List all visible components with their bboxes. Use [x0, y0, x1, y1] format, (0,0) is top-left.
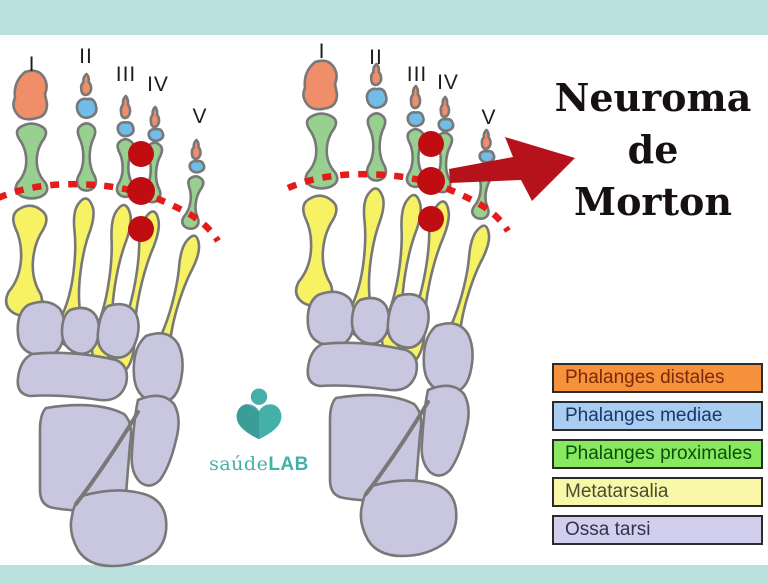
legend-item-label: Metatarsalia	[565, 481, 669, 502]
left-foot	[0, 71, 218, 566]
title-line-1: Neuroma	[554, 75, 752, 120]
legend-item-label: Phalanges distales	[565, 367, 725, 388]
legend-item-label: Phalanges proximales	[565, 443, 752, 464]
legend-item-label: Ossa tarsi	[565, 519, 651, 540]
left-toe-label-5: V	[192, 105, 208, 128]
right-toe-label-3: III	[406, 63, 428, 86]
left-toe-label-2: II	[79, 45, 93, 68]
legend-item-phalanges-proximales: Phalanges proximales	[552, 439, 763, 469]
left-toe-label-1: I	[28, 53, 36, 76]
right-toe-label-1: I	[318, 40, 326, 63]
legend-item-ossa-tarsi: Ossa tarsi	[552, 515, 763, 545]
bone-color-legend: Phalanges distales Phalanges mediae Phal…	[552, 363, 763, 545]
title-line-2: de	[627, 127, 679, 172]
left-toe-label-3: III	[115, 63, 137, 86]
page-title: Neuroma de Morton	[538, 72, 768, 228]
legend-item-metatarsalia: Metatarsalia	[552, 477, 763, 507]
title-line-3: Morton	[574, 179, 732, 224]
heart-icon	[236, 388, 282, 440]
left-toe-label-4: IV	[147, 73, 169, 96]
legend-item-phalanges-distales: Phalanges distales	[552, 363, 763, 393]
saudelab-logo: saúdeLAB	[204, 388, 314, 476]
legend-item-phalanges-mediae: Phalanges mediae	[552, 401, 763, 431]
neuroma-arrow	[449, 137, 575, 201]
right-toe-label-2: II	[369, 46, 383, 69]
right-foot	[288, 61, 508, 556]
right-toe-label-5: V	[481, 106, 497, 129]
logo-text-light: saúde	[209, 453, 269, 475]
logo-text-bold: LAB	[268, 454, 309, 475]
logo-text: saúdeLAB	[204, 453, 314, 476]
bottom-border-band	[0, 565, 768, 584]
legend-item-label: Phalanges mediae	[565, 405, 723, 426]
top-border-band	[0, 0, 768, 35]
right-toe-label-4: IV	[437, 71, 459, 94]
